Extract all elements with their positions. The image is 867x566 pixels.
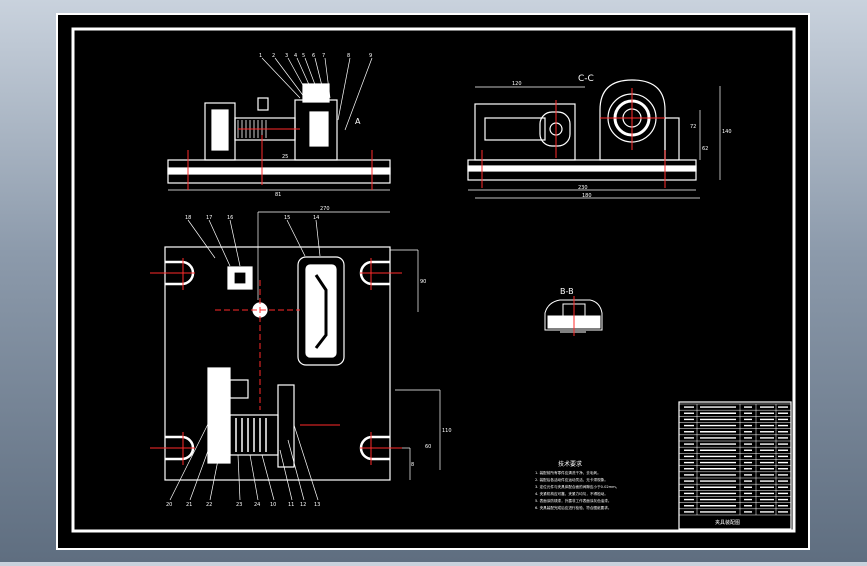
part-number: 10 (270, 502, 276, 508)
technical-requirements: 技术要求 1. 装配前所有零件应清洗干净，去毛刺。 2. 装配后各活动件应运动灵… (535, 460, 619, 510)
dimension-label: 230 (578, 185, 588, 191)
drawing-name: 夹具装配图 (715, 519, 740, 526)
dimension-label: 81 (275, 192, 281, 198)
dimension-label: 120 (512, 81, 522, 87)
side-view-stop (664, 117, 680, 161)
front-view-handle (257, 97, 269, 111)
part-number: 12 (300, 502, 306, 508)
tech-requirement-line: 5. 表面涂防锈漆，外露非工作表面涂灰色油漆。 (535, 498, 611, 503)
section-label: B-B (560, 287, 574, 296)
top-view-v-groove (314, 274, 328, 349)
side-view-centerlines (481, 88, 666, 188)
top-view-centerlines (150, 258, 402, 465)
top-view-v-block-fill (305, 264, 337, 358)
tech-requirement-line: 1. 装配前所有零件应清洗干净，去毛刺。 (535, 470, 601, 475)
part-number: 18 (185, 215, 191, 221)
top-view-base-plate (164, 246, 391, 481)
front-view-centerlines (187, 128, 373, 190)
dimension-label: 180 (582, 193, 592, 199)
title-block: 夹具装配图 (678, 401, 792, 530)
tech-requirement-line: 3. 定位元件与夹具体配合面的间隙应小于0.02mm。 (535, 484, 619, 489)
detail-view-body (544, 299, 603, 331)
front-view-part-numbers: 1 2 3 4 5 6 7 8 9 81 25 A (259, 53, 372, 198)
side-view-slide-head (539, 111, 571, 147)
dimension-label: 110 (442, 428, 452, 434)
part-number: 5 (302, 53, 305, 59)
top-view-square-hole (233, 271, 247, 285)
front-view-clamp-fill (309, 111, 329, 147)
dimension-label: 60 (425, 444, 431, 450)
part-number: 1 (259, 53, 262, 59)
dimension-label: 8 (411, 462, 414, 468)
dimension-label: 140 (722, 129, 732, 135)
tech-requirement-line: 4. 夹紧机构应可靠，夹紧力均匀，不得松动。 (535, 491, 608, 496)
part-number: 13 (314, 502, 320, 508)
top-view-clamp-nut (229, 379, 249, 399)
part-number: 3 (285, 53, 288, 59)
side-view-slide (474, 103, 576, 161)
top-view-labels: 270 90 110 60 8 18 17 16 15 14 20 21 22 … (166, 206, 452, 508)
part-number: 17 (206, 215, 212, 221)
side-view-housing (599, 79, 666, 161)
part-number: 14 (313, 215, 319, 221)
side-view-base-fill (467, 165, 697, 172)
dimension-label: 90 (420, 279, 426, 285)
part-number: 6 (312, 53, 315, 59)
side-view-labels: C-C 120 140 62 72 230 180 (512, 74, 732, 199)
front-view-left-support-fill (211, 109, 229, 151)
part-number: 11 (288, 502, 294, 508)
part-number: 8 (347, 53, 350, 59)
top-view-v-block (297, 256, 345, 366)
drawing-sheet (56, 13, 810, 550)
part-number: 4 (294, 53, 297, 59)
part-number: 23 (236, 502, 242, 508)
tech-requirement-line: 2. 装配后各活动件应运动灵活，无卡滞现象。 (535, 477, 608, 482)
tech-requirement-line: 6. 夹具装配完成后应进行检验，符合图纸要求。 (535, 505, 611, 510)
dimension-label: 72 (690, 124, 696, 130)
part-number: 21 (186, 502, 192, 508)
dimension-label: 25 (282, 154, 288, 160)
detail-view: B-B (544, 287, 603, 336)
dimension-label: 270 (320, 206, 330, 212)
front-view-base-fill (167, 167, 391, 175)
bom-table (679, 403, 791, 516)
part-number: 2 (272, 53, 275, 59)
part-number: 16 (227, 215, 233, 221)
view-label: A (355, 117, 361, 126)
part-number: 20 (166, 502, 172, 508)
part-number: 7 (322, 53, 325, 59)
tech-requirements-title: 技术要求 (558, 460, 582, 468)
side-view-slide-slot (484, 117, 546, 141)
top-view-clamp-column (207, 367, 231, 464)
section-label: C-C (578, 74, 594, 84)
part-number: 24 (254, 502, 260, 508)
part-number: 22 (206, 502, 212, 508)
dimension-label: 62 (702, 146, 708, 152)
part-number: 15 (284, 215, 290, 221)
drawing-border (71, 27, 796, 533)
part-number: 9 (369, 53, 372, 59)
